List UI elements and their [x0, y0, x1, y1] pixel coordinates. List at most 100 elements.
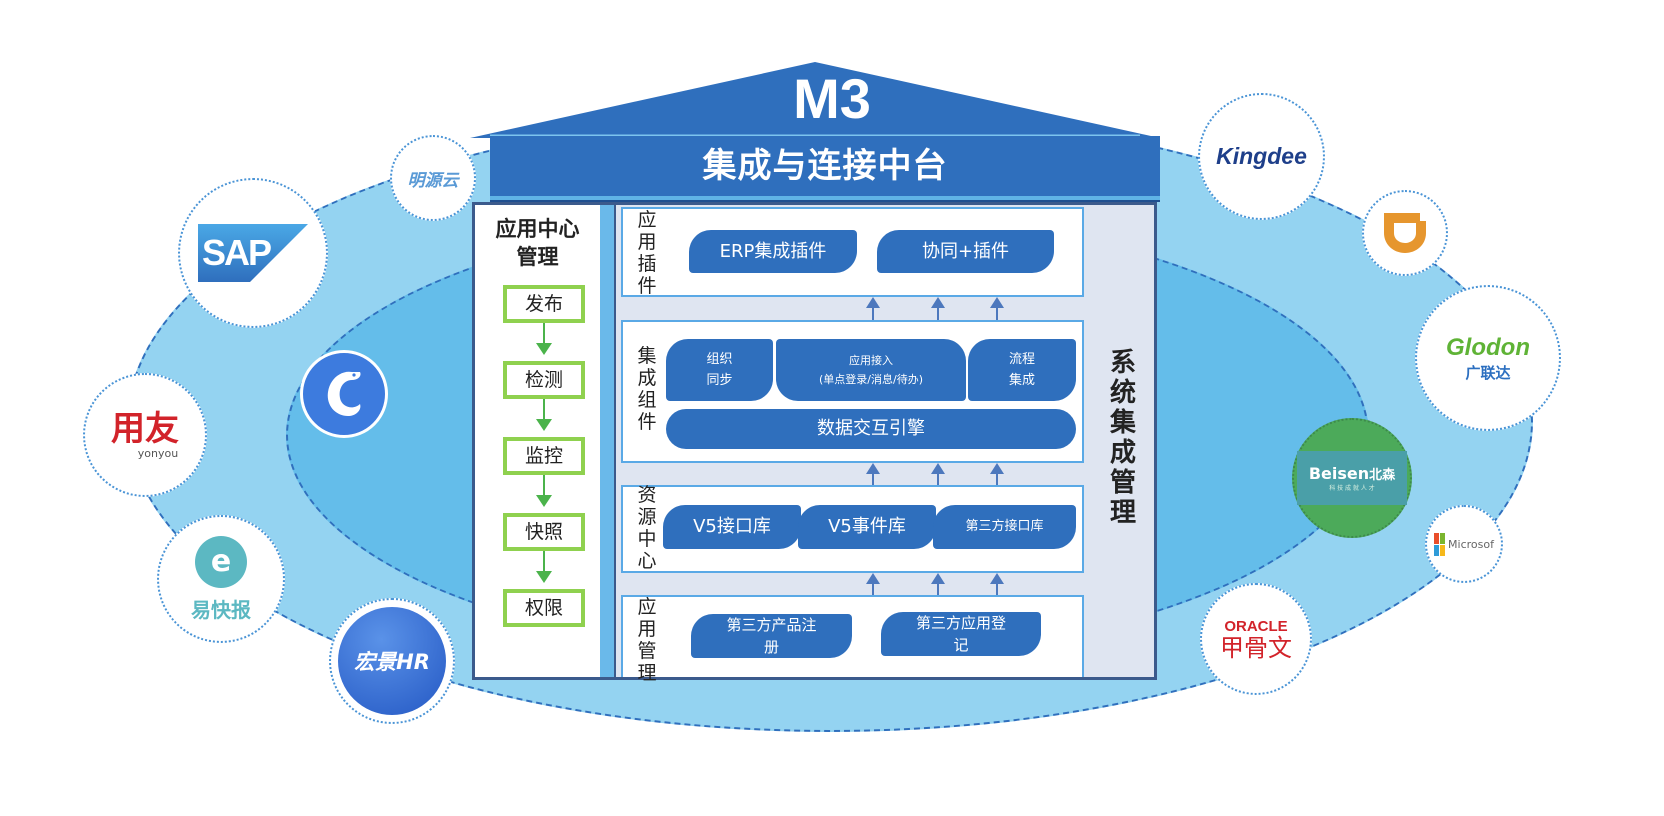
item-line: 记 — [953, 636, 969, 654]
label-char: 管 — [637, 640, 657, 662]
ctrip-dolphin-logo[interactable] — [300, 350, 388, 438]
app-access-component[interactable]: 应用接入 (单点登录/消息/待办) — [776, 339, 966, 401]
title-char: 管 — [1109, 468, 1136, 498]
label-char: 源 — [637, 506, 657, 528]
arrow-shaft — [872, 307, 874, 321]
didi-icon — [1384, 213, 1426, 253]
arrow-up-icon — [866, 463, 880, 474]
yonyou-en-text: yonyou — [137, 446, 179, 460]
arrow-shaft — [937, 473, 939, 485]
label-char: 组 — [637, 389, 657, 411]
beisen-wordmark: Beisen北森 — [1309, 464, 1395, 483]
label-char: 应 — [637, 209, 657, 231]
title-char: 理 — [1109, 498, 1136, 528]
sap-icon: SAP — [198, 224, 308, 282]
yikuaibao-icon: e — [195, 535, 247, 588]
arrow-up-icon — [866, 297, 880, 308]
product-name: M3 — [793, 67, 871, 130]
arrow-down-icon — [536, 419, 552, 431]
beisen-cn-text: 北森 — [1369, 468, 1396, 483]
beisen-logo[interactable]: Beisen北森 科 技 成 就 人 才 — [1292, 418, 1412, 538]
arrow-shaft — [996, 583, 998, 595]
beisen-slogan: 科 技 成 就 人 才 — [1329, 485, 1375, 492]
component-line: (单点登录/消息/待办) — [819, 373, 923, 386]
step-permission[interactable]: 权限 — [503, 589, 585, 627]
layer-plugins-label: 应 用 插 件 — [634, 209, 660, 297]
beisen-en-text: Beisen — [1308, 464, 1370, 483]
label-char: 件 — [637, 275, 657, 297]
microsoft-text: Microsof — [1448, 537, 1494, 551]
hongjing-hr-logo[interactable]: 宏景HR — [329, 598, 455, 724]
mingyuanyun-logo[interactable]: 明源云 — [390, 135, 476, 221]
erp-plugin[interactable]: ERP集成插件 — [689, 230, 857, 273]
component-line: 同步 — [706, 373, 733, 388]
kingdee-text: Kingdee — [1216, 143, 1307, 169]
title-char: 统 — [1109, 378, 1136, 408]
glodon-en-text: Glodon — [1446, 333, 1530, 361]
label-char: 集 — [637, 345, 657, 367]
hongjing-hr-text: 宏景HR — [354, 650, 430, 674]
mingyuanyun-text: 明源云 — [407, 170, 459, 191]
system-integration-management-title: 系 统 集 成 管 理 — [1105, 348, 1141, 528]
v5-event-library[interactable]: V5事件库 — [798, 505, 936, 549]
panel-separator — [600, 205, 616, 677]
component-line: 流程 — [1008, 352, 1035, 367]
yikuaibao-text: 易快报 — [191, 597, 251, 622]
third-party-app-registration[interactable]: 第三方应用登 记 — [881, 612, 1041, 656]
title-char: 系 — [1109, 348, 1136, 378]
item-line: 第三方应用登 — [915, 614, 1006, 632]
oracle-logo[interactable]: ORACLE 甲骨文 — [1200, 583, 1312, 695]
glodon-logo[interactable]: Glodon 广联达 — [1415, 285, 1561, 431]
microsoft-icon — [1434, 532, 1446, 556]
data-exchange-engine[interactable]: 数据交互引擎 — [666, 409, 1076, 449]
process-integration-component[interactable]: 流程 集成 — [968, 339, 1076, 401]
arrow-down-icon — [536, 343, 552, 355]
dolphin-icon — [327, 371, 361, 416]
platform-banner: 集成与连接中台 — [490, 136, 1160, 200]
arrow-up-icon — [990, 573, 1004, 584]
label-char: 用 — [637, 231, 657, 253]
yonyou-cn-text: 用友 — [111, 408, 179, 449]
yonyou-logo[interactable]: 用友 yonyou — [83, 373, 207, 497]
step-publish[interactable]: 发布 — [503, 285, 585, 323]
org-sync-component[interactable]: 组织 同步 — [666, 339, 773, 401]
layer-app-management-label: 应 用 管 理 — [634, 596, 660, 684]
label-char: 中 — [637, 528, 657, 550]
arrow-shaft — [872, 583, 874, 595]
microsoft-logo[interactable]: Microsof — [1425, 505, 1503, 583]
sap-text: SAP — [202, 232, 272, 273]
step-detect[interactable]: 检测 — [503, 361, 585, 399]
arrow-up-icon — [931, 573, 945, 584]
label-char: 插 — [637, 253, 657, 275]
arrow-shaft — [937, 583, 939, 595]
arrow-up-icon — [990, 297, 1004, 308]
step-monitor[interactable]: 监控 — [503, 437, 585, 475]
microsoft-mark: Microsof — [1434, 532, 1494, 556]
step-connector — [543, 475, 545, 495]
label-char: 心 — [637, 550, 657, 572]
hongjing-hr-badge: 宏景HR — [338, 607, 446, 715]
kingdee-logo[interactable]: Kingdee — [1198, 93, 1325, 220]
third-party-product-registration[interactable]: 第三方产品注 册 — [691, 614, 852, 658]
label-char: 用 — [637, 618, 657, 640]
v5-api-library[interactable]: V5接口库 — [663, 505, 801, 549]
arrow-shaft — [996, 473, 998, 485]
label-char: 资 — [637, 484, 657, 506]
step-connector — [543, 323, 545, 343]
collab-plugin[interactable]: 协同+插件 — [877, 230, 1054, 273]
label-char: 应 — [637, 596, 657, 618]
item-line: 第三方产品注 — [726, 616, 817, 634]
arrow-up-icon — [931, 297, 945, 308]
yikuaibao-logo[interactable]: e 易快报 — [157, 515, 285, 643]
step-snapshot[interactable]: 快照 — [503, 513, 585, 551]
third-party-api-library[interactable]: 第三方接口库 — [933, 505, 1076, 549]
sap-shape — [198, 224, 308, 282]
app-center-title: 应用中心 管理 — [475, 215, 600, 271]
arrow-down-icon — [536, 495, 552, 507]
sap-logo[interactable]: SAP — [178, 178, 328, 328]
layer-components-label: 集 成 组 件 — [634, 345, 660, 433]
didi-logo[interactable] — [1362, 190, 1448, 276]
app-center-title-line2: 管理 — [516, 245, 559, 269]
arrow-shaft — [937, 307, 939, 321]
title-char: 成 — [1109, 438, 1136, 468]
